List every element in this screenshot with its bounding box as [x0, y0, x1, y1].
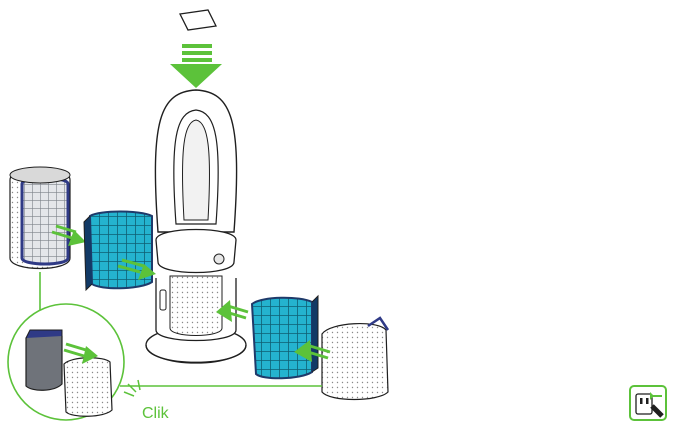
- fan-collar: [156, 230, 236, 273]
- clik-label: Clik: [142, 405, 170, 422]
- outer-shell-right: [322, 318, 388, 400]
- plug-socket-icon: [630, 386, 666, 420]
- hepa-filter-right: [252, 296, 318, 378]
- callout-circle: [8, 304, 124, 420]
- carbon-filter-icon: [10, 167, 70, 269]
- arrow-down-icon: [170, 44, 222, 88]
- fan-loop: [155, 90, 236, 232]
- top-cap-piece: [180, 10, 216, 30]
